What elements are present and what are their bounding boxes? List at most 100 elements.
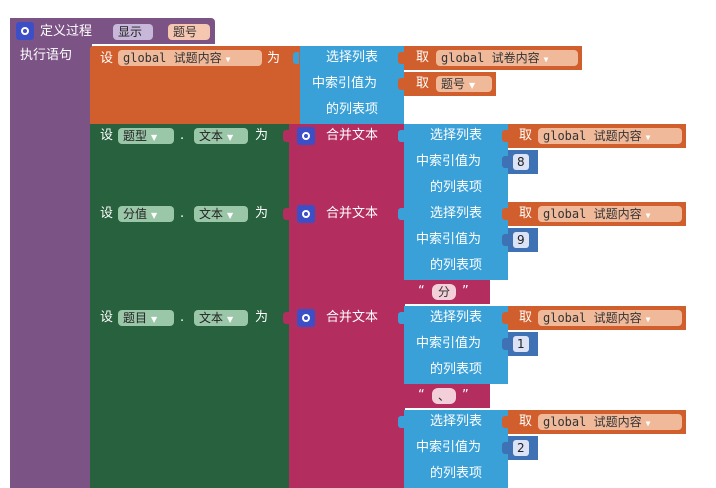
variable-dropdown[interactable]: global 试题内容▼ <box>538 206 682 222</box>
select-list-item-block[interactable] <box>300 46 404 124</box>
join-label: 合并文本 <box>326 310 379 325</box>
socket-notch <box>293 52 299 64</box>
number-value[interactable]: 2 <box>513 440 529 456</box>
procedure-body-label: 执行语句 <box>20 48 73 63</box>
procedure-param-field[interactable]: 题号 <box>168 24 210 40</box>
select-list-label: 选择列表 <box>430 128 483 143</box>
procedure-name-field[interactable]: 显示 <box>113 24 153 40</box>
variable-dropdown[interactable]: global 试题内容▼ <box>118 50 262 66</box>
property-dropdown[interactable]: 文本▼ <box>194 128 248 144</box>
set-label: 设 <box>100 310 114 325</box>
socket-notch <box>398 52 404 64</box>
socket-notch <box>283 130 289 142</box>
list-item-label: 的列表项 <box>326 102 379 117</box>
number-value[interactable]: 1 <box>513 336 529 352</box>
property-name: 文本 <box>199 311 224 325</box>
number-value[interactable]: 8 <box>513 154 529 170</box>
variable-name: global 试题内容 <box>123 51 222 65</box>
select-list-item-block[interactable] <box>404 410 508 488</box>
index-value-label: 中索引值为 <box>416 336 482 351</box>
index-value-label: 中索引值为 <box>312 76 378 91</box>
socket-notch <box>398 78 404 90</box>
join-label: 合并文本 <box>326 128 379 143</box>
socket-notch <box>502 130 508 142</box>
procedure-block[interactable] <box>10 18 92 488</box>
variable-dropdown[interactable]: global 试题内容▼ <box>538 310 682 326</box>
list-item-label: 的列表项 <box>430 258 483 273</box>
select-list-item-block[interactable] <box>404 202 508 280</box>
to-label: 为 <box>255 128 269 143</box>
socket-notch <box>502 338 508 350</box>
index-value-label: 中索引值为 <box>416 154 482 169</box>
gear-icon <box>18 24 32 38</box>
socket-notch <box>502 312 508 324</box>
socket-notch <box>502 208 508 220</box>
to-label: 为 <box>255 206 269 221</box>
dropdown-arrow-icon: ▼ <box>469 81 476 90</box>
gear-icon <box>299 207 313 221</box>
variable-dropdown[interactable]: 题号▼ <box>436 76 492 92</box>
component-dropdown[interactable]: 题目▼ <box>118 310 174 326</box>
select-list-label: 选择列表 <box>430 414 483 429</box>
variable-name: global 试题内容 <box>543 415 642 429</box>
quote-close: ” <box>462 388 469 403</box>
socket-notch <box>398 312 404 324</box>
dropdown-arrow-icon: ▼ <box>225 55 231 64</box>
variable-dropdown[interactable]: global 试题内容▼ <box>538 128 682 144</box>
list-item-label: 的列表项 <box>430 466 483 481</box>
text-value[interactable]: 分 <box>432 284 457 300</box>
component-name: 题目 <box>123 311 148 325</box>
dot-label: . <box>180 206 185 221</box>
select-list-label: 选择列表 <box>326 50 379 65</box>
select-list-item-block[interactable] <box>404 124 508 202</box>
set-label: 设 <box>100 128 114 143</box>
dropdown-arrow-icon: ▼ <box>645 211 651 220</box>
get-label: 取 <box>519 310 533 325</box>
dropdown-arrow-icon: ▼ <box>151 211 158 220</box>
property-name: 文本 <box>199 129 224 143</box>
select-list-label: 选择列表 <box>430 310 483 325</box>
dropdown-arrow-icon: ▼ <box>227 133 234 142</box>
socket-notch <box>502 442 508 454</box>
variable-name: 题号 <box>441 77 466 91</box>
variable-name: global 试题内容 <box>543 129 642 143</box>
variable-dropdown[interactable]: global 试题内容▼ <box>538 414 682 430</box>
procedure-define-label: 定义过程 <box>40 24 93 39</box>
component-name: 题型 <box>123 129 148 143</box>
index-value-label: 中索引值为 <box>416 232 482 247</box>
component-dropdown[interactable]: 题型▼ <box>118 128 174 144</box>
set-component-property-block[interactable] <box>90 306 290 488</box>
list-item-label: 的列表项 <box>430 180 483 195</box>
dot-label: . <box>180 310 185 325</box>
dropdown-arrow-icon: ▼ <box>227 211 234 220</box>
socket-notch <box>283 208 289 220</box>
property-dropdown[interactable]: 文本▼ <box>194 310 248 326</box>
gear-icon <box>299 129 313 143</box>
quote-open: “ <box>418 388 425 403</box>
get-label: 取 <box>416 76 430 91</box>
variable-dropdown[interactable]: global 试卷内容▼ <box>436 50 578 66</box>
dot-label: . <box>180 128 185 143</box>
variable-name: global 试题内容 <box>543 207 642 221</box>
dropdown-arrow-icon: ▼ <box>645 419 651 428</box>
property-dropdown[interactable]: 文本▼ <box>194 206 248 222</box>
socket-notch <box>283 312 289 324</box>
number-value[interactable]: 9 <box>513 232 529 248</box>
socket-notch <box>398 390 404 402</box>
socket-notch <box>502 234 508 246</box>
text-value[interactable]: 、 <box>432 388 457 404</box>
get-label: 取 <box>519 128 533 143</box>
dropdown-arrow-icon: ▼ <box>645 133 651 142</box>
dropdown-arrow-icon: ▼ <box>543 55 549 64</box>
select-list-item-block[interactable] <box>404 306 508 384</box>
component-dropdown[interactable]: 分值▼ <box>118 206 174 222</box>
property-name: 文本 <box>199 207 224 221</box>
variable-name: global 试题内容 <box>543 311 642 325</box>
select-list-label: 选择列表 <box>430 206 483 221</box>
join-text-block[interactable] <box>289 306 405 488</box>
component-name: 分值 <box>123 207 148 221</box>
get-label: 取 <box>416 50 430 65</box>
gear-icon <box>299 311 313 325</box>
set-label: 设 <box>100 206 114 221</box>
to-label: 为 <box>255 310 269 325</box>
